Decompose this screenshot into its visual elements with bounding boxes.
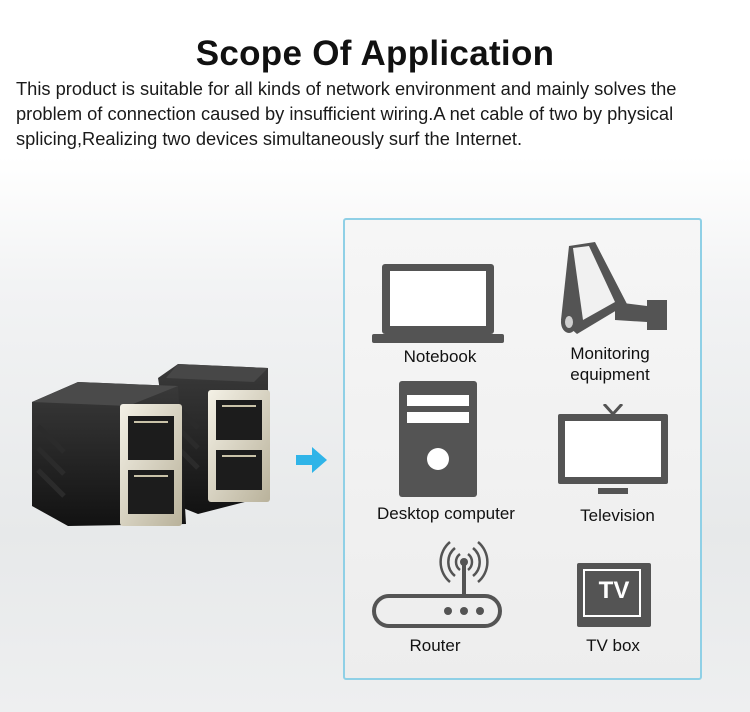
device-label-desktop: Desktop computer xyxy=(377,504,515,523)
device-label-router: Router xyxy=(409,636,461,655)
device-label-notebook: Notebook xyxy=(403,347,477,366)
television-icon xyxy=(558,404,668,494)
desktop-tower-icon xyxy=(399,381,477,497)
description-text: This product is suitable for all kinds o… xyxy=(16,78,677,149)
tv-box-badge: TV xyxy=(598,577,630,604)
wifi-router-icon xyxy=(372,541,502,628)
page-title: Scope Of Application xyxy=(195,34,555,73)
device-label-monitoring-line2: equipment xyxy=(570,365,650,384)
rj45-splitter-image xyxy=(32,364,270,526)
security-camera-icon xyxy=(561,242,667,334)
device-label-tvbox: TV box xyxy=(586,636,640,655)
device-label-monitoring-line1: Monitoring xyxy=(570,344,650,363)
device-label-television: Television xyxy=(580,506,655,525)
arrow-right-icon xyxy=(296,447,327,473)
tv-box-icon: TV xyxy=(577,563,651,627)
device-label-monitoring: Monitoring equipment xyxy=(555,343,665,385)
laptop-icon xyxy=(372,264,504,343)
